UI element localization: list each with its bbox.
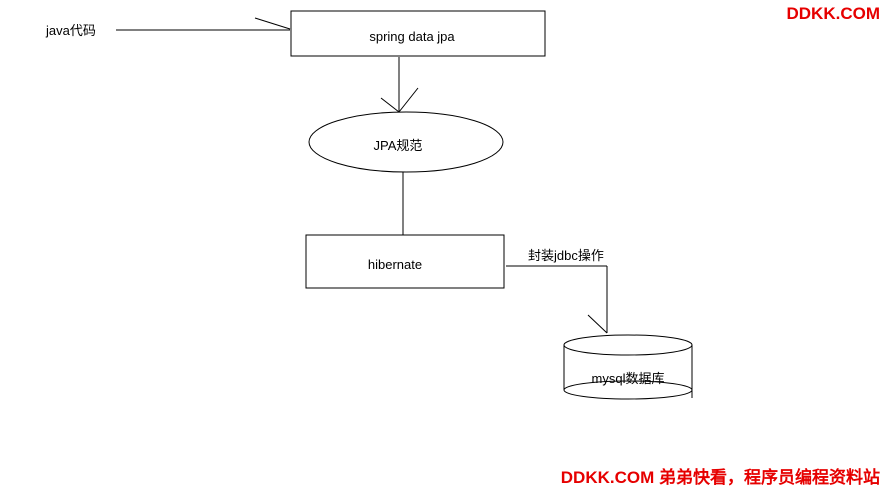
mysql-cylinder-bottom <box>563 380 693 400</box>
hibernate-label: hibernate <box>367 257 423 272</box>
spring-to-jpa-arrowhead-right <box>398 87 419 113</box>
spring-to-jpa-arrowhead-left <box>380 97 400 113</box>
mysql-cylinder-top <box>563 334 693 356</box>
mysql-label: mysql数据库 <box>591 371 665 386</box>
java-code-label: java代码 <box>46 23 96 38</box>
watermark-top: DDKK.COM <box>786 4 881 23</box>
spring-data-jpa-label: spring data jpa <box>369 29 455 44</box>
spring-data-jpa-box <box>290 10 546 57</box>
jpa-spec-ellipse <box>308 111 504 173</box>
watermark-bottom: DDKK.COM 弟弟快看，程序员编程资料站 <box>560 468 880 486</box>
hibernate-box <box>305 234 505 289</box>
jdbc-wrap-label: 封装jdbc操作 <box>528 248 604 263</box>
jpa-spec-label: JPA规范 <box>373 138 423 153</box>
hibernate-to-mysql-arrowhead <box>587 314 608 334</box>
java-to-spring-arrowhead <box>254 17 291 30</box>
